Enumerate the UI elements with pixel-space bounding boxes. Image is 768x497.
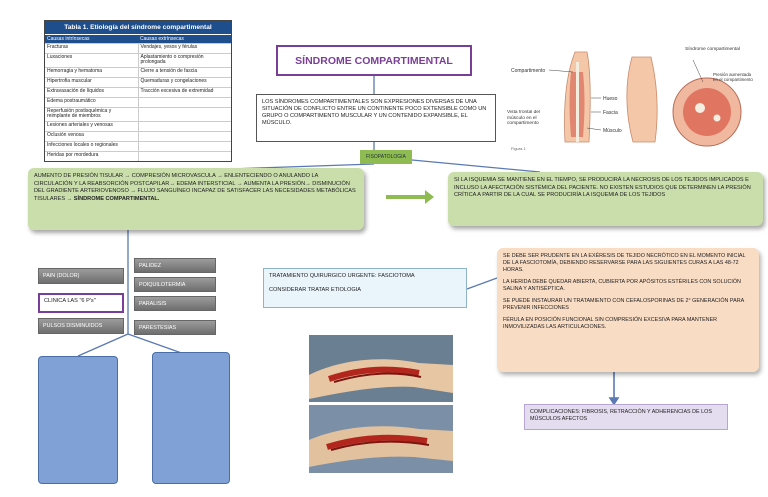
table-cell	[138, 140, 231, 152]
table-cell: Edema postraumático	[45, 96, 139, 108]
table-cell: Tracción excesiva de extremidad	[138, 86, 231, 98]
table-cell: Hemorragia y hematoma	[45, 66, 139, 78]
treatment-box: TRATAMIENTO QUIRURGICO URGENTE: FASCIOTO…	[263, 268, 467, 308]
table-cell: Extravasación de líquidos	[45, 86, 139, 98]
clinica-box: CLINICA LAS "6 P's"	[38, 293, 124, 313]
table-cell: Fracturas	[45, 43, 139, 54]
care-box: SE DEBE SER PRUDENTE EN LA EXÉRESIS DE T…	[497, 248, 759, 372]
sign-parestesias: PARESTESIAS	[134, 320, 216, 335]
table-row: Oclusión venosa	[45, 130, 231, 142]
treatment-connector	[466, 277, 498, 290]
table-cell	[138, 106, 231, 122]
left-box-connector	[77, 333, 129, 357]
label-presion-container: Presión aumentada en el compartimento	[713, 72, 753, 82]
table-cell: Quemaduras y congelaciones	[138, 76, 231, 88]
table-cell: Vendajes, yesos y férulas	[138, 43, 231, 54]
label-figura: Figura 1	[511, 146, 526, 151]
table-cell: Reperfusión postisquémica y reimplante d…	[45, 106, 139, 122]
care-item: SE DEBE SER PRUDENTE EN LA EXÉRESIS DE T…	[503, 253, 746, 273]
sign-paralisis: PARALISIS	[134, 296, 216, 311]
mechanism-text: AUMENTO DE PRESIÓN TISULAR → COMPRESIÓN …	[34, 173, 356, 202]
table-cell	[138, 120, 231, 132]
table-header: Causas intrínsecas	[45, 34, 138, 44]
table-row: Lesiones arteriales y venosas	[45, 120, 231, 132]
table-header: Causas extrínsecas	[138, 34, 231, 44]
label-sindrome: Síndrome compartimental	[685, 46, 740, 52]
table-cell	[138, 96, 231, 108]
table-cell: Cierre a tensión de fascia	[138, 66, 231, 78]
sign-poiquilotermia: POIQUILOTERMIA	[134, 277, 216, 292]
table-cell	[138, 130, 231, 142]
anatomy-figure: Compartimento Hueso Fascia Músculo Vista…	[507, 42, 757, 154]
right-arrow-icon	[386, 190, 434, 204]
table-cell: Oclusión venosa	[45, 130, 139, 142]
ischemia-box: SI LA ISQUEMIA SE MANTIENE EN EL TIEMPO,…	[448, 172, 763, 226]
sign-pulses: PULSOS DISMINUIDOS	[38, 318, 124, 334]
table-row: Infecciones locales o regionales	[45, 140, 231, 152]
table-cell: Infecciones locales o regionales	[45, 140, 139, 152]
etiology-table: Tabla 1. Etiología del síndrome comparti…	[44, 20, 232, 163]
sign-pain: PAIN (DOLOR)	[38, 268, 124, 284]
care-item: SE PUEDE INSTAURAR UN TRATAMIENTO CON CE…	[503, 298, 744, 311]
treatment-line-2: CONSIDERAR TRATAR ETIOLOGIA	[269, 287, 361, 293]
table-cell: Heridas por mordedura	[45, 150, 139, 162]
table-cell: Lesiones arteriales y venosas	[45, 120, 139, 132]
mechanism-box: AUMENTO DE PRESIÓN TISULAR → COMPRESIÓN …	[28, 168, 364, 230]
empty-blue-box-right	[152, 352, 230, 484]
table-row: Heridas por mordedura	[45, 150, 231, 162]
treatment-line-1: TRATAMIENTO QUIRURGICO URGENTE: FASCIOTO…	[269, 273, 415, 279]
label-musculo: Músculo	[603, 128, 622, 134]
complications-box: COMPLICACIONES: FIBROSIS, RETRACCIÓN Y A…	[524, 404, 728, 430]
fasciotomy-photo-image	[309, 335, 453, 473]
care-item: FÉRULA EN POSICIÓN FUNCIONAL SIN COMPRES…	[503, 317, 718, 330]
care-item: LA HERIDA DEBE QUEDAR ABIERTA, CUBIERTA …	[503, 279, 741, 292]
label-vista: Vista frontal del músculo en el comparti…	[507, 110, 540, 127]
label-fascia: Fascia	[603, 110, 618, 116]
table-title: Tabla 1. Etiología del síndrome comparti…	[45, 21, 231, 34]
table-row: Reperfusión postisquémica y reimplante d…	[45, 106, 231, 122]
ischemia-connector	[411, 159, 541, 173]
label-vista-container: Vista frontal del músculo en el comparti…	[507, 110, 540, 127]
label-compartimento: Compartimento	[511, 68, 545, 74]
table-cell: Aplastamiento o compresión prolongada	[138, 53, 231, 68]
table-cell: Hipertrofia muscular	[45, 76, 139, 88]
table-row: Edema postraumático	[45, 96, 231, 108]
complications-arrowhead	[608, 397, 620, 406]
table-cell: Luxaciones	[45, 53, 139, 68]
mechanism-bold: SÍNDROME COMPARTIMENTAL.	[73, 195, 160, 202]
sign-palidez: PALIDEZ	[134, 258, 216, 273]
fasciotomy-photo	[309, 335, 453, 473]
label-hueso: Hueso	[603, 96, 618, 102]
etiology-table-grid: Causas intrínsecas Causas extrínsecas Fr…	[45, 34, 231, 162]
empty-blue-box-left	[38, 356, 118, 484]
label-presion: Presión aumentada en el compartimento	[713, 72, 753, 82]
anatomy-illustration: Compartimento Hueso Fascia Músculo Vista…	[507, 46, 753, 151]
definition-box: LOS SÍNDROMES COMPARTIMENTALES SON EXPRE…	[256, 94, 496, 142]
table-cell	[138, 150, 231, 162]
fisiopatologia-label: FISOPATOLOGIA	[360, 150, 412, 164]
page-title: SÍNDROME COMPARTIMENTAL	[276, 45, 472, 76]
